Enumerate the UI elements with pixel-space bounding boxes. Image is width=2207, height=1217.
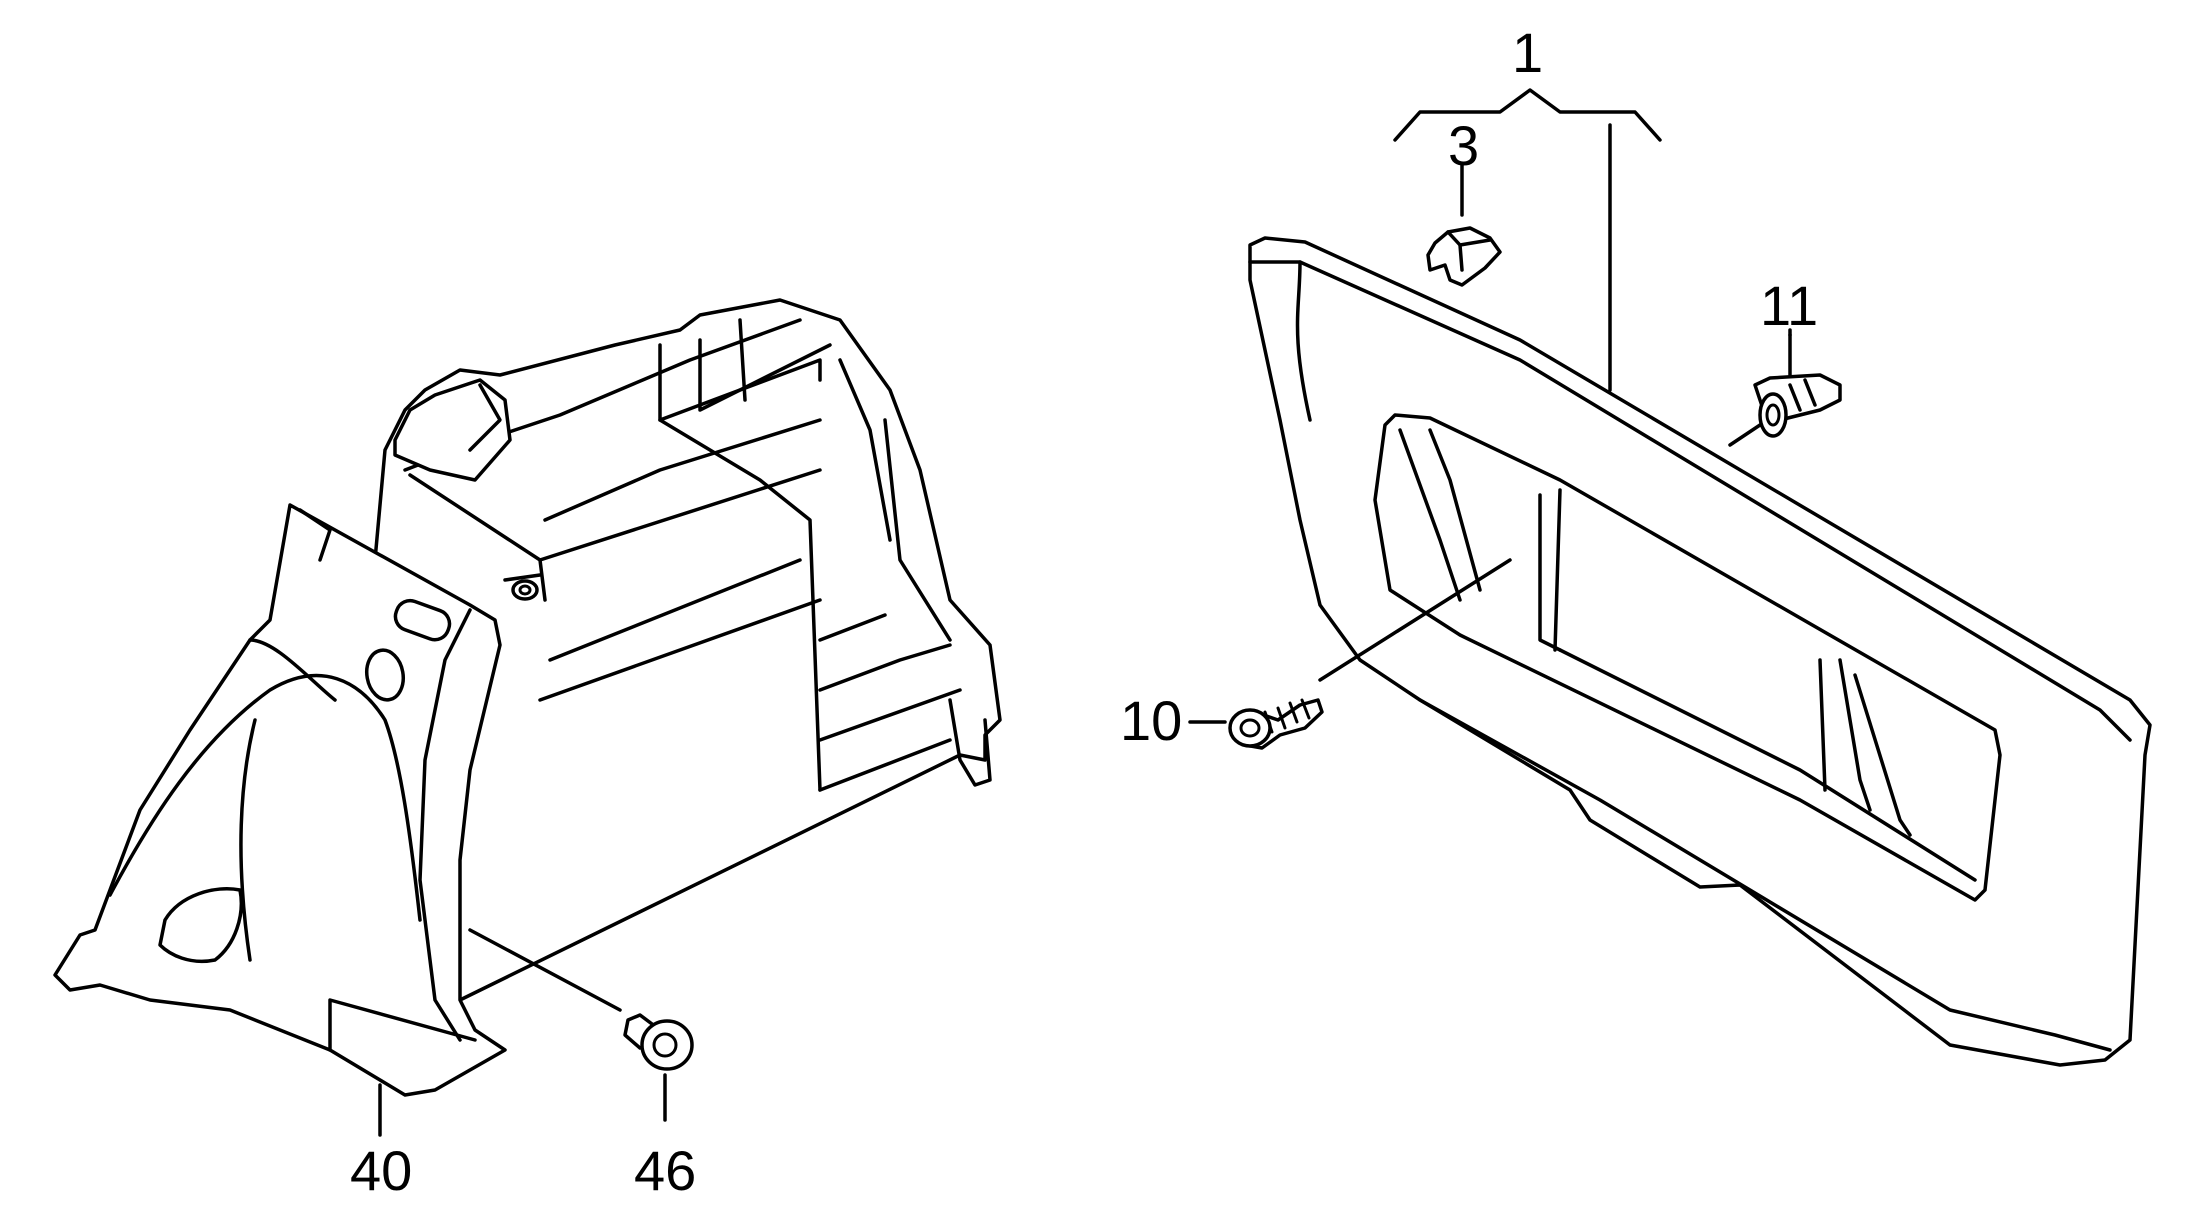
trim-cover-part-1[interactable] <box>1248 236 2152 1067</box>
side-trim-panel-part-40[interactable] <box>53 298 1002 1097</box>
nut-part-11[interactable] <box>1728 333 1842 447</box>
bracket-callout-1 <box>1393 88 1662 392</box>
callout-3: 3 <box>1448 114 1479 177</box>
clip-part-46[interactable] <box>468 928 694 1071</box>
callout-1: 1 <box>1512 21 1543 84</box>
clip-part-3[interactable] <box>1426 226 1502 287</box>
callout-46: 46 <box>634 1139 696 1202</box>
screw-part-10[interactable] <box>1228 558 1512 750</box>
callout-10: 10 <box>1120 689 1182 752</box>
callout-11: 11 <box>1760 274 1818 337</box>
callout-40: 40 <box>350 1139 412 1202</box>
